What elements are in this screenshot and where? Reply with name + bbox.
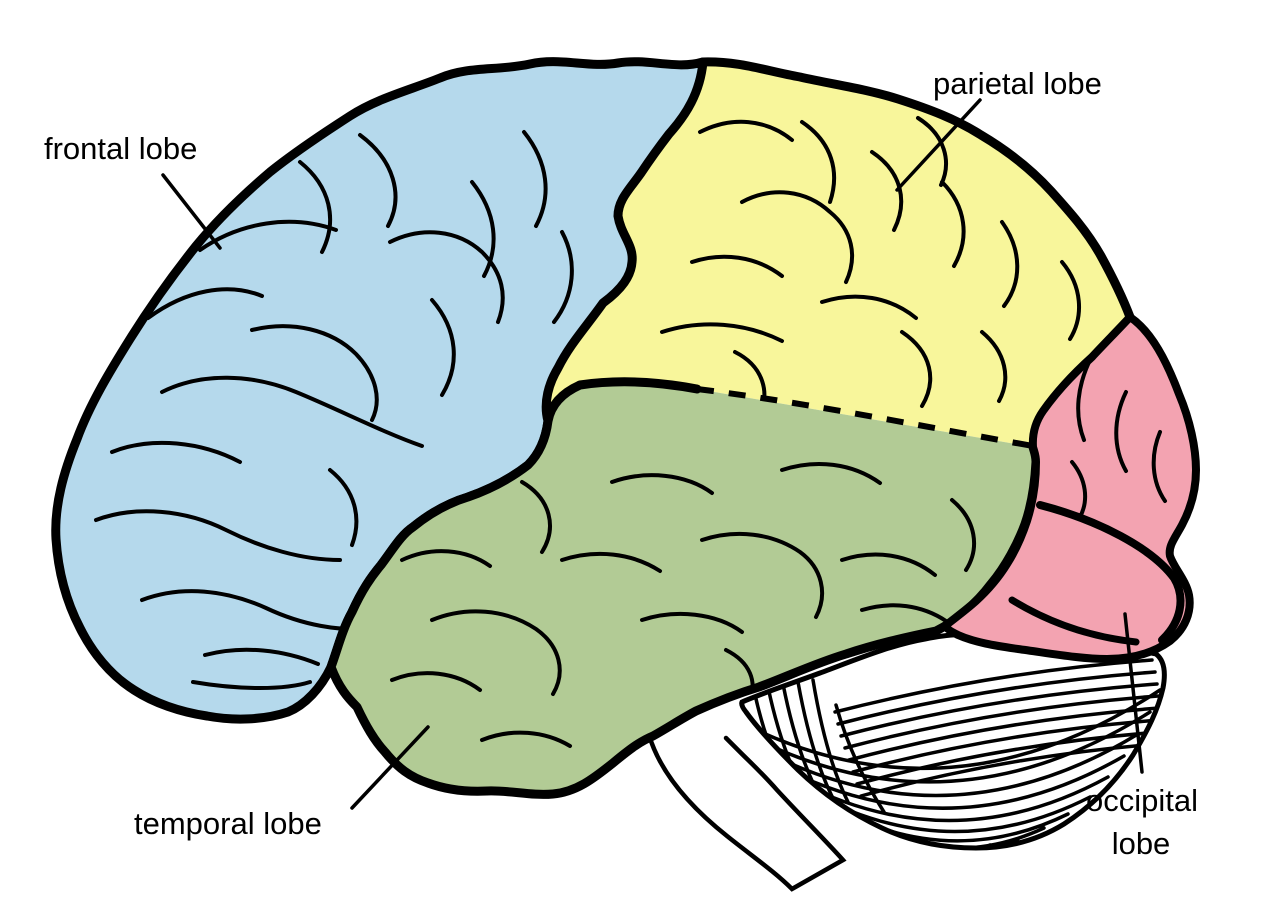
occipital-gyri-lines (1008, 338, 1186, 646)
frontal-lobe-region (56, 62, 703, 719)
brainstem-region (646, 732, 847, 892)
temporal-lobe-leader-line (350, 725, 430, 810)
occipital-lobe-label-line1: occipital (1086, 783, 1198, 818)
frontal-gyri-lines (94, 130, 574, 690)
occipital-lobe-leader-line (1123, 612, 1144, 774)
occipital-lobe-region (945, 317, 1196, 659)
frontal-lobe-label: frontal lobe (44, 131, 197, 166)
parietal-outer-outline (698, 57, 1135, 322)
temporal-gyri-lines (390, 462, 977, 748)
temporal-lobe-outline (326, 377, 1041, 799)
occipital-lobe-label-line2: lobe (1112, 826, 1171, 861)
temporal-lobe-label: temporal lobe (134, 806, 322, 841)
temporal-parietal-dashed-boundary (696, 386, 1034, 449)
frontal-lobe-leader-line (161, 173, 222, 250)
parietal-lobe-region (546, 57, 1135, 448)
parietal-lobe-leader-line (895, 98, 982, 192)
cerebellum-region (688, 635, 1164, 855)
parietal-lobe-label: parietal lobe (933, 66, 1102, 101)
leader-lines (161, 98, 1144, 810)
brainstem-outline (646, 732, 847, 892)
temporal-lobe-region (326, 377, 1041, 799)
